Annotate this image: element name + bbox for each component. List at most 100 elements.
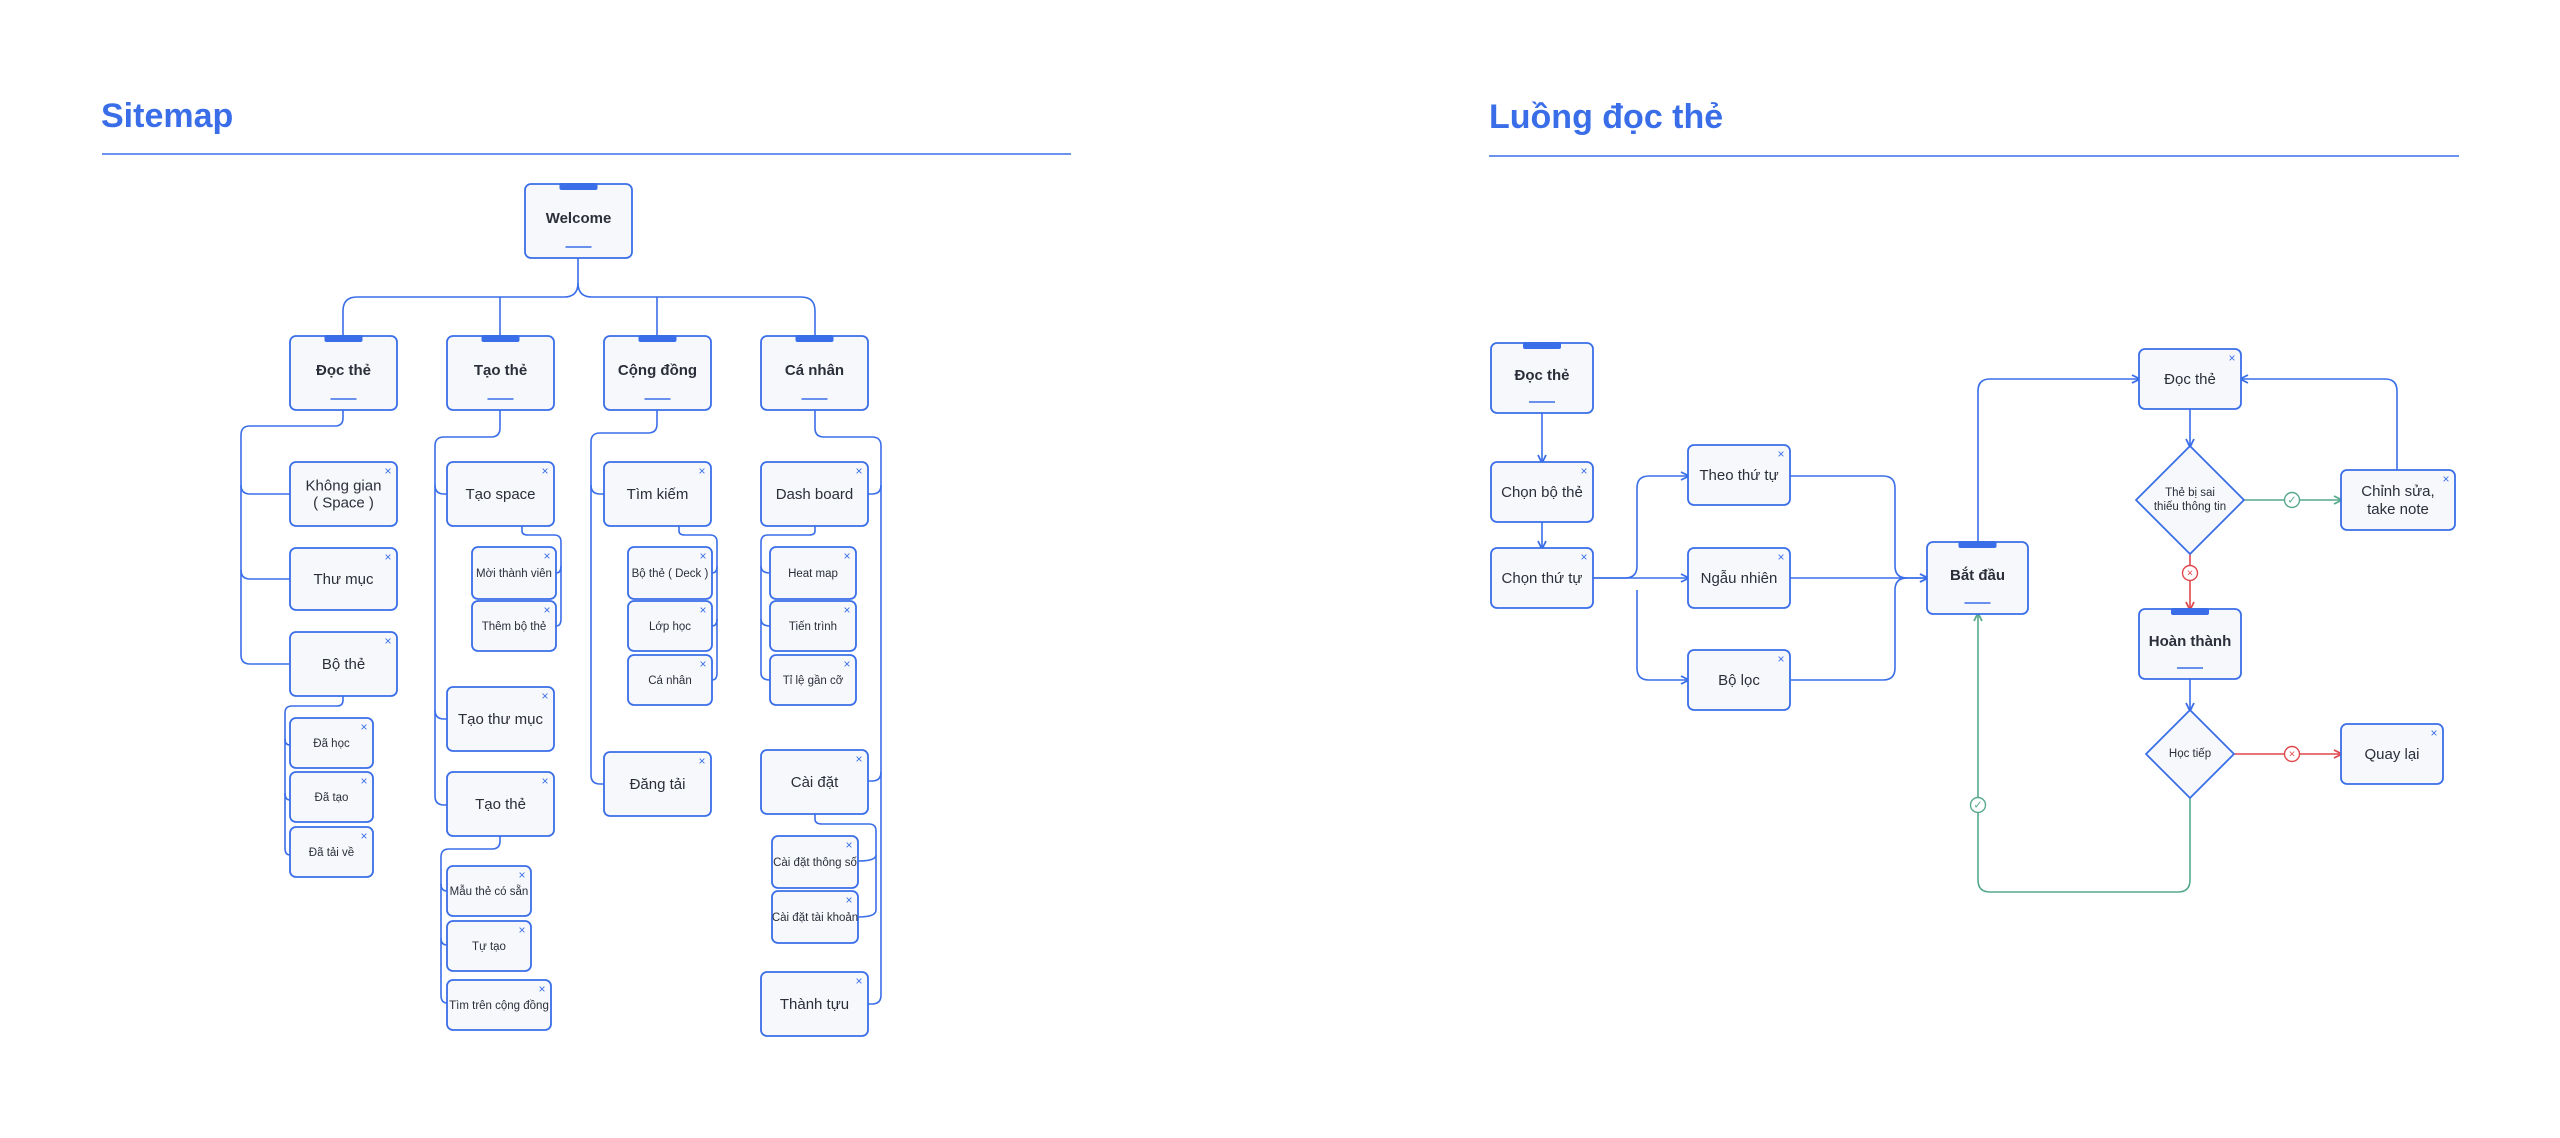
close-icon[interactable]: × (855, 974, 862, 988)
sitemap-khong-gian[interactable]: ×Không gian( Space ) (289, 461, 398, 527)
flow-decision-hoc-tiep[interactable]: Học tiếp (2145, 709, 2235, 799)
section-cong-dong[interactable]: Cộng đồng (603, 335, 712, 411)
close-icon[interactable]: × (384, 464, 391, 478)
close-icon[interactable]: × (845, 893, 852, 907)
sitemap-bo-the[interactable]: × Bộ thẻ (289, 631, 398, 697)
close-icon[interactable]: × (360, 829, 367, 843)
sitemap-thanh-tuu[interactable]: ×Thành tựu (760, 971, 869, 1037)
sitemap-bo-the-label: Bộ thẻ (322, 656, 365, 673)
sitemap-tim-kiem[interactable]: × Tìm kiếm (603, 461, 712, 527)
close-icon[interactable]: × (843, 657, 850, 671)
flow-quay-lai[interactable]: ×Quay lại (2340, 723, 2444, 785)
sitemap-tao-the-item-label: Tạo thẻ (475, 796, 526, 813)
sitemap-cai-dat[interactable]: ×Cài đặt (760, 749, 869, 815)
close-icon[interactable]: × (543, 549, 550, 563)
sitemap-cai-dat-thong-so[interactable]: ×Cài đặt thông số (771, 835, 859, 889)
connector (240, 569, 290, 580)
close-icon[interactable]: × (855, 752, 862, 766)
flow-theo-thu-tu[interactable]: × Theo thứ tự (1687, 444, 1791, 506)
close-icon[interactable]: × (543, 603, 550, 617)
sitemap-tao-thu-muc[interactable]: ×Tạo thư mục (446, 686, 555, 752)
close-icon[interactable]: × (2430, 726, 2437, 740)
flow-doc-the[interactable]: ×Đọc thẻ (2138, 348, 2242, 410)
close-icon[interactable]: × (2228, 351, 2235, 365)
connector (590, 484, 604, 495)
flow-ngau-nhien[interactable]: × Ngẫu nhiên (1687, 547, 1791, 609)
connector (814, 814, 877, 918)
sitemap-moi-thanh-vien[interactable]: ×Mời thành viên (471, 546, 557, 600)
close-icon[interactable]: × (699, 657, 706, 671)
close-icon[interactable]: × (541, 464, 548, 478)
sitemap-tim-kiem-box (603, 461, 712, 527)
sitemap-mau-the[interactable]: × Mẫu thẻ có sẵn (446, 865, 532, 917)
close-icon[interactable]: × (541, 774, 548, 788)
flow-chon-thu-tu-label: Chọn thứ tự (1502, 570, 1583, 587)
sitemap-cai-dat-tai-khoan[interactable]: ×Cài đặt tài khoản (771, 890, 859, 944)
sitemap-lop-hoc[interactable]: ×Lớp học (627, 600, 713, 652)
sitemap-tu-tao[interactable]: ×Tự tạo (446, 920, 532, 972)
close-icon[interactable]: × (541, 689, 548, 703)
sitemap-da-tao-label: Đã tạo (315, 792, 349, 804)
sitemap-da-tao-box (289, 771, 374, 823)
flow-chinh-sua[interactable]: ×Chỉnh sửa,take note (2340, 469, 2456, 531)
sitemap-tao-the-item[interactable]: × Tạo thẻ (446, 771, 555, 837)
flow-hoan-thanh[interactable]: Hoàn thành (2138, 608, 2242, 680)
close-icon[interactable]: × (1777, 447, 1784, 461)
close-icon[interactable]: × (698, 754, 705, 768)
sitemap-them-bo-the-label: Thêm bộ thẻ (482, 621, 547, 633)
section-cong-dong-label: Cộng đồng (618, 362, 697, 379)
close-icon[interactable]: × (1580, 464, 1587, 478)
flow-theo-thu-tu-label: Theo thứ tự (1699, 467, 1778, 484)
close-icon[interactable]: × (2442, 472, 2449, 486)
close-icon[interactable]: × (384, 550, 391, 564)
sitemap-da-tao[interactable]: × Đã tạo (289, 771, 374, 823)
flow-start-node[interactable]: Đọc thẻ (1490, 342, 1594, 414)
flow-ngau-nhien-label: Ngẫu nhiên (1701, 570, 1778, 587)
flow-hoan-thanh-header-tab (2171, 608, 2209, 615)
sitemap-tim-tren-cong-dong[interactable]: ×Tìm trên cộng đồng (446, 979, 552, 1031)
close-icon[interactable]: × (843, 549, 850, 563)
close-icon[interactable]: × (855, 464, 862, 478)
sitemap-dang-tai[interactable]: ×Đăng tải (603, 751, 712, 817)
section-doc-the[interactable]: Đọc thẻ (289, 335, 398, 411)
close-icon[interactable]: × (699, 549, 706, 563)
sitemap-mau-the-label: Mẫu thẻ có sẵn (450, 885, 529, 898)
close-icon[interactable]: × (518, 923, 525, 937)
close-icon[interactable]: × (1777, 550, 1784, 564)
close-icon[interactable]: × (843, 603, 850, 617)
connector (284, 696, 344, 856)
flow-chon-bo-the[interactable]: ×Chọn bộ thẻ (1490, 461, 1594, 523)
section-tao-the[interactable]: Tạo thẻ (446, 335, 555, 411)
sitemap-ti-le[interactable]: ×Tỉ lệ gần cỡ (769, 654, 857, 706)
flow-chon-thu-tu[interactable]: × Chọn thứ tự (1490, 547, 1594, 609)
section-ca-nhan[interactable]: Cá nhân (760, 335, 869, 411)
close-icon[interactable]: × (360, 774, 367, 788)
close-icon[interactable]: × (384, 634, 391, 648)
welcome-node[interactable]: Welcome (524, 183, 633, 259)
sitemap-tao-space[interactable]: ×Tạo space (446, 461, 555, 527)
sitemap-ca-nhan-cd[interactable]: ×Cá nhân (627, 654, 713, 706)
close-icon[interactable]: × (360, 720, 367, 734)
sitemap-dashboard[interactable]: ×Dash board (760, 461, 869, 527)
close-icon[interactable]: × (538, 982, 545, 996)
sitemap-heat-map-box (769, 546, 857, 600)
sitemap-bo-the-deck[interactable]: ×Bộ thẻ ( Deck ) (627, 546, 713, 600)
sitemap-tien-trinh[interactable]: ×Tiến trình (769, 600, 857, 652)
sitemap-tim-kiem-label: Tìm kiếm (627, 486, 689, 503)
connector (440, 937, 448, 946)
sitemap-da-tai-ve[interactable]: ×Đã tải về (289, 826, 374, 878)
flow-bo-loc[interactable]: ×Bộ lọc (1687, 649, 1791, 711)
sitemap-da-hoc[interactable]: ×Đã học (289, 717, 374, 769)
sitemap-heat-map[interactable]: ×Heat map (769, 546, 857, 600)
sitemap-thu-muc[interactable]: ×Thư mục (289, 547, 398, 611)
close-icon[interactable]: × (698, 464, 705, 478)
connector (240, 484, 290, 495)
close-icon[interactable]: × (1777, 652, 1784, 666)
sitemap-them-bo-the[interactable]: × Thêm bộ thẻ (471, 600, 557, 652)
close-icon[interactable]: × (518, 868, 525, 882)
close-icon[interactable]: × (1580, 550, 1587, 564)
close-icon[interactable]: × (845, 838, 852, 852)
flow-bat-dau[interactable]: Bắt đầu (1926, 541, 2029, 615)
close-icon[interactable]: × (699, 603, 706, 617)
